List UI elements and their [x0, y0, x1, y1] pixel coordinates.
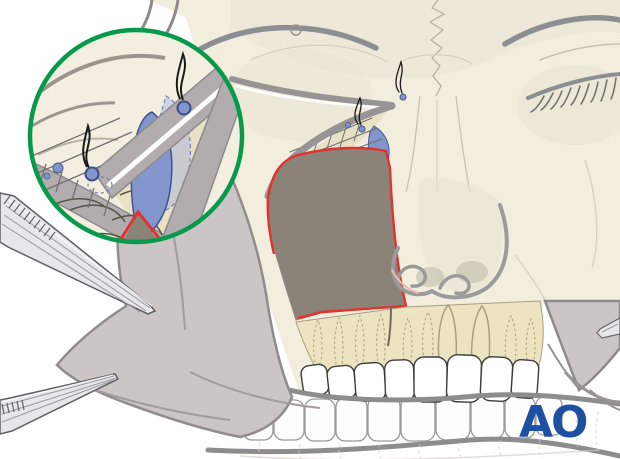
cheek-ghost-line-1 [584, 159, 598, 269]
inset-arm-highlight [106, 78, 234, 188]
cheek-ghost-line-2 [514, 254, 546, 301]
retractor-line [601, 323, 619, 333]
nostril-rim-right [438, 274, 471, 296]
brow-detail-circle [290, 24, 302, 36]
forceps-serrations-upper [3, 195, 56, 241]
retractor-tip-right [596, 317, 620, 339]
lower-tooth [367, 396, 401, 442]
upper-incision-edge [229, 76, 395, 108]
upper-tooth [353, 361, 387, 403]
tissue-forceps-upper-arm [0, 192, 157, 315]
suture-dot-small [345, 122, 351, 128]
upper-incision-highlight [234, 84, 392, 110]
nose-ghost-outline [391, 178, 509, 300]
upper-tooth [383, 359, 416, 402]
left-orbit-shading [517, 65, 620, 145]
orbit-rim-faint [249, 44, 389, 63]
lip-curves [205, 386, 620, 459]
suture-knot-1 [358, 125, 366, 133]
suture-thread-2 [395, 59, 403, 94]
nostril-rim-left [396, 264, 427, 288]
incisor-roots-solid [437, 303, 491, 373]
forceps-lower-highlight [1, 374, 114, 403]
inset-suture-thread-2 [82, 122, 91, 169]
tooth-roots-dotted [312, 310, 536, 366]
left-eyebrow [502, 15, 620, 47]
forceps-serrations-lower [1, 399, 25, 415]
lower-roots-dotted [258, 407, 599, 459]
forceps-lower-body [0, 373, 120, 435]
lower-tooth [335, 397, 368, 442]
upper-teeth [300, 354, 540, 403]
upper-lip-curve [282, 386, 620, 407]
inset-ring [27, 27, 245, 245]
inset-suture-thread-1 [175, 50, 186, 101]
inset-suture-knot-2 [84, 166, 100, 182]
inset-blue-dot-b [43, 172, 51, 180]
nostril-shadow-right [456, 261, 488, 283]
nose-pink-fold [391, 269, 419, 294]
maxillectomy-defect [266, 146, 408, 321]
inset-blue-dot-a [52, 162, 64, 174]
nasal-bone-left-line [405, 95, 421, 193]
right-cheek-flap [543, 299, 620, 411]
right-flap-shape [543, 299, 620, 392]
forceps-upper-highlight [7, 198, 153, 307]
cheek-flap-shape [55, 148, 294, 439]
glabella-arc [399, 54, 473, 65]
suture-knot-2 [399, 93, 407, 101]
nose-base-shadow [431, 287, 489, 299]
left-upper-eyelid [526, 72, 620, 100]
upper-tooth [413, 356, 448, 403]
inset-defect-red-outline [107, 209, 169, 240]
left-eyelashes [530, 77, 617, 113]
inset-dotted-outline [87, 176, 113, 194]
inset-content [32, 39, 240, 240]
inset-magnifier-circle [27, 27, 245, 245]
inset-suture-knot-1 [176, 100, 192, 116]
lower-lip-curve [205, 436, 620, 459]
tissue-forceps-lower-arm [0, 373, 120, 435]
left-brow-crease [539, 43, 620, 61]
nose-alar-left [391, 246, 432, 297]
canthus-suture-knots [345, 59, 407, 133]
left-eye-closed [502, 15, 620, 113]
defect-cavity [267, 147, 407, 321]
nasal-bone-right-line [455, 95, 471, 193]
forceps-lower-ridges [1, 375, 117, 423]
upper-tooth [510, 358, 540, 400]
tissue-forceps [0, 192, 157, 435]
lower-tooth [304, 398, 336, 442]
lower-tooth [400, 395, 436, 442]
retractor-blade [596, 317, 620, 339]
ao-logo: AO [519, 397, 587, 448]
suture-thread-1 [354, 96, 362, 126]
inset-eyelid-arm-lower [153, 60, 240, 240]
frontal-suture-zigzag [428, 0, 446, 97]
bone-top-red-edge [297, 310, 323, 320]
bone-segment-gap-line [387, 305, 392, 347]
right-jaw-curves [547, 343, 620, 411]
